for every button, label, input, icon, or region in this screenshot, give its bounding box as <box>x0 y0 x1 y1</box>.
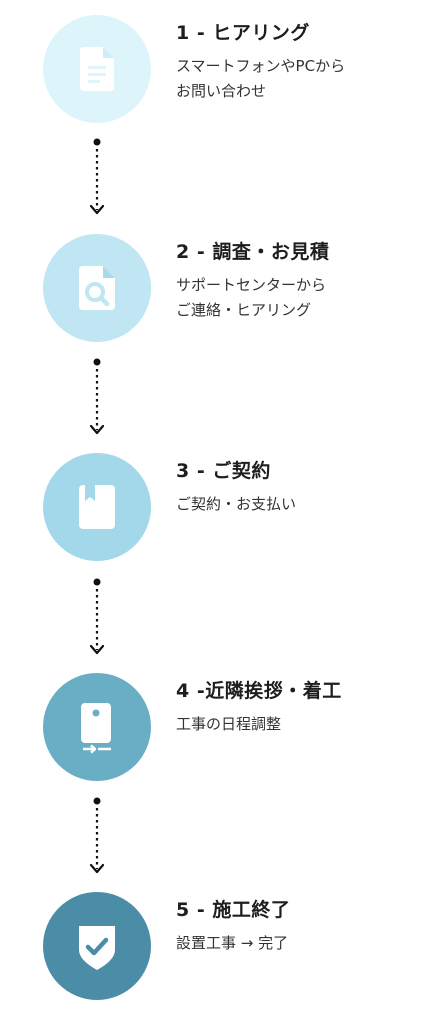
arrow-down-dotted-icon <box>89 358 105 435</box>
step-3-description: ご契約・お支払い <box>176 492 296 517</box>
step-2-desc-line: サポートセンターから <box>176 276 327 294</box>
arrow-down-dotted-icon <box>89 578 105 655</box>
step-4-description: 工事の日程調整 <box>176 712 281 737</box>
step-2-circle <box>43 234 151 342</box>
step-3-title: 3 - ご契約 <box>176 460 271 482</box>
step-3-desc-line: ご契約・お支払い <box>176 495 297 513</box>
step-4-desc-line: 工事の日程調整 <box>176 715 282 733</box>
step-1-title: 1 - ヒアリング <box>176 22 310 44</box>
step-5: 5 - 施工終了 設置工事 → 完了 <box>0 892 430 1002</box>
bookmark-book-icon <box>79 485 115 529</box>
phone-transfer-icon <box>81 703 111 754</box>
document-icon <box>80 47 114 91</box>
step-5-title: 5 - 施工終了 <box>176 899 291 921</box>
step-2: 2 - 調査・お見積 サポートセンターから ご連絡・ヒアリング <box>0 234 430 344</box>
step-4: 4 -近隣挨拶・着工 工事の日程調整 <box>0 673 430 783</box>
shield-check-icon <box>79 926 115 970</box>
step-3: 3 - ご契約 ご契約・お支払い <box>0 453 430 563</box>
search-document-icon <box>79 266 115 310</box>
step-1-desc-line: スマートフォンやPCから <box>176 57 346 75</box>
step-1: 1 - ヒアリング スマートフォンやPCから お問い合わせ <box>0 15 430 125</box>
step-5-description: 設置工事 → 完了 <box>176 931 288 956</box>
step-4-title: 4 -近隣挨拶・着工 <box>176 680 342 702</box>
step-3-circle <box>43 453 151 561</box>
arrow-down-dotted-icon <box>89 138 105 215</box>
step-1-circle <box>43 15 151 123</box>
arrow-down-dotted-icon <box>89 797 105 874</box>
step-1-desc-line: お問い合わせ <box>176 82 267 100</box>
step-2-title: 2 - 調査・お見積 <box>176 241 330 263</box>
step-2-desc-line: ご連絡・ヒアリング <box>176 301 312 319</box>
step-2-description: サポートセンターから ご連絡・ヒアリング <box>176 273 326 323</box>
step-5-desc-line: 設置工事 → 完了 <box>176 934 289 952</box>
step-4-circle <box>43 673 151 781</box>
step-1-description: スマートフォンやPCから お問い合わせ <box>176 54 345 104</box>
step-5-circle <box>43 892 151 1000</box>
